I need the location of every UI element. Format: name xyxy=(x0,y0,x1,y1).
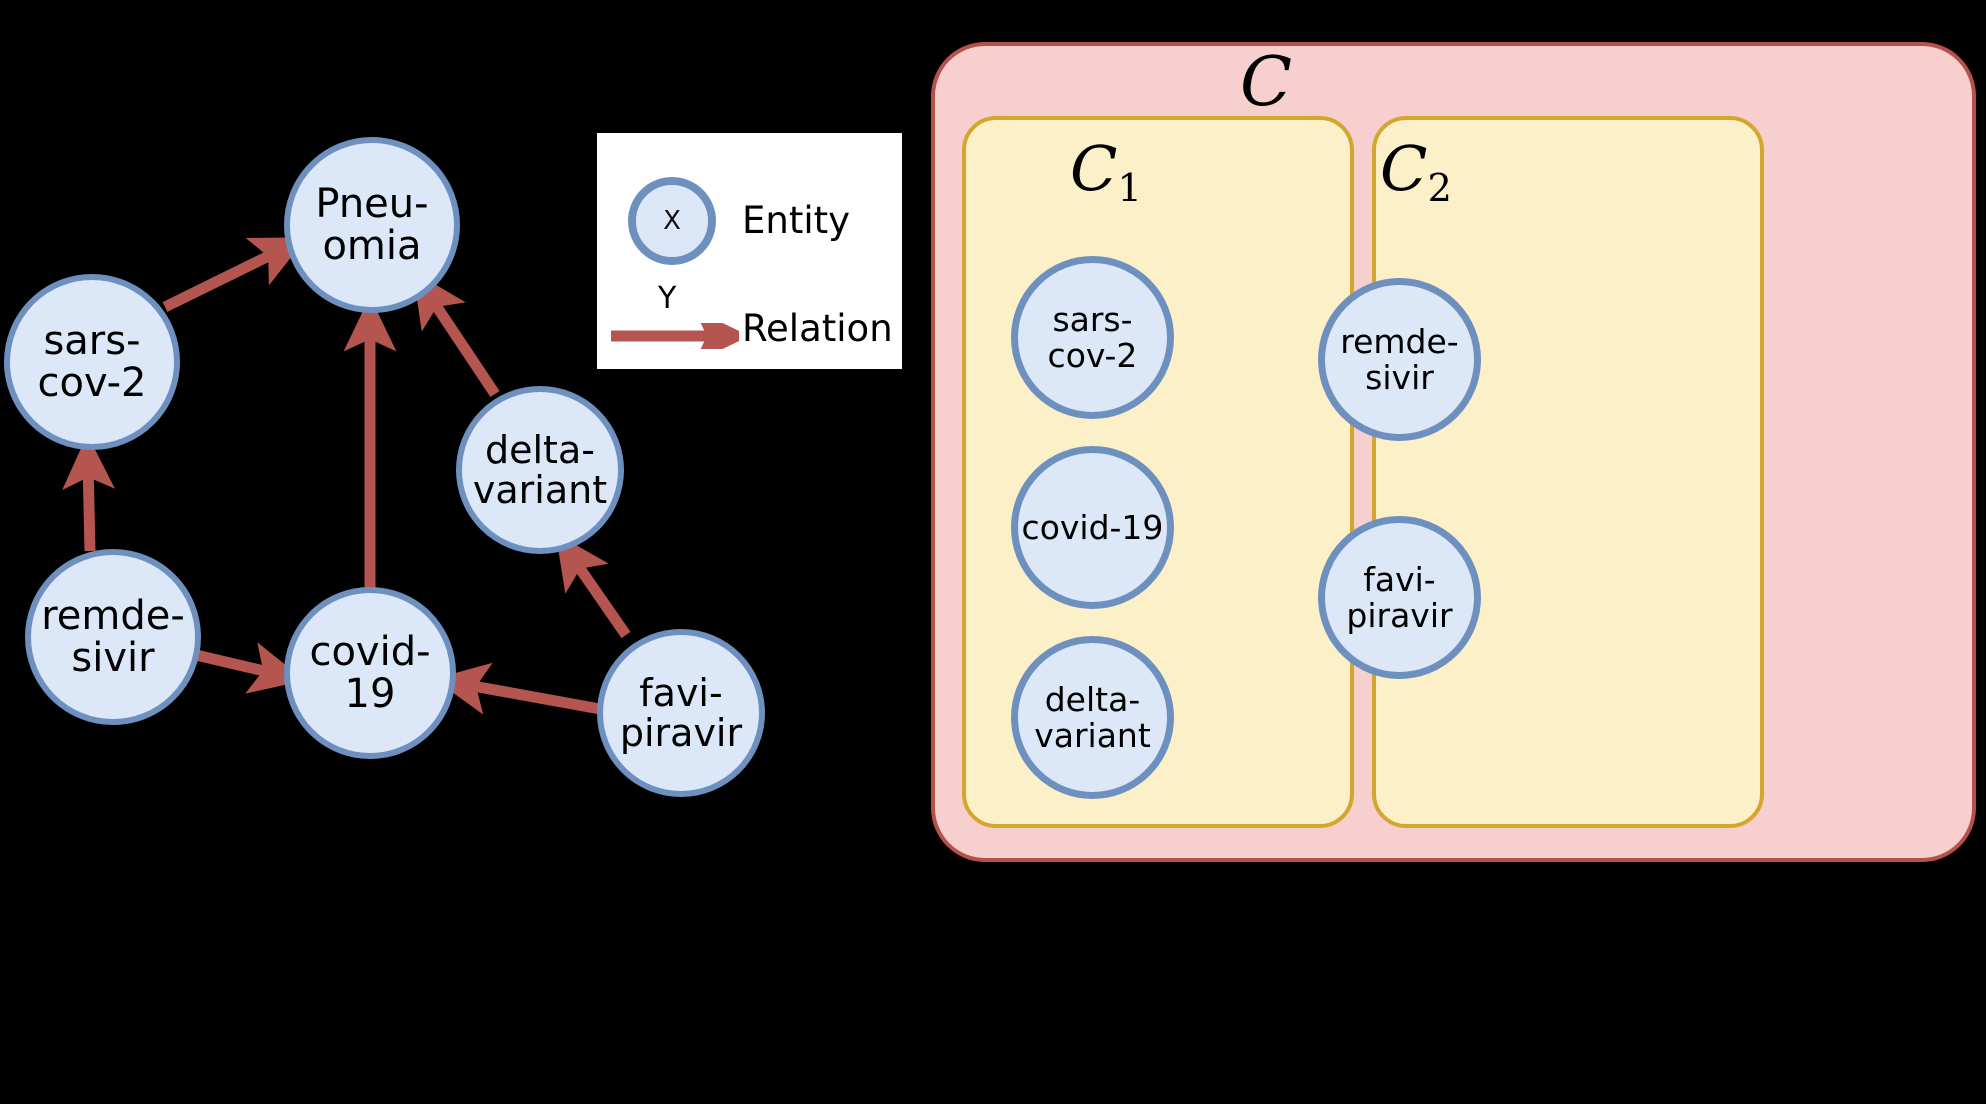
node-delta-variant[interactable]: delta- variant xyxy=(456,386,624,554)
cluster-node-delta-variant[interactable]: delta- variant xyxy=(1011,636,1174,799)
node-favipiravir[interactable]: favi- piravir xyxy=(597,629,765,797)
cluster-label-C1-sub: 1 xyxy=(1117,165,1142,211)
edge-sars-cov-2-to-pneumonia xyxy=(162,237,307,312)
edge-favipiravir-to-delta xyxy=(555,533,631,639)
node-label: favi- piravir xyxy=(619,670,743,755)
cluster-node-covid-19[interactable]: covid-19 xyxy=(1011,446,1174,609)
cluster-box-C2 xyxy=(1372,116,1764,828)
cluster-node-sars-cov-2[interactable]: sars- cov-2 xyxy=(1011,256,1174,419)
legend-relation-symbol: Y xyxy=(658,281,677,316)
cluster-label-C2-sub: 2 xyxy=(1427,165,1452,211)
cluster-node-label: sars- cov-2 xyxy=(1047,299,1138,375)
cluster-node-label: remde- sivir xyxy=(1340,321,1459,397)
node-label: Pneu- omia xyxy=(315,180,429,269)
node-covid-19[interactable]: covid-19 xyxy=(284,587,456,759)
cluster-label-C1-text: C xyxy=(1070,132,1118,205)
legend-box: X Entity Y Relation xyxy=(597,133,902,369)
cluster-label-C: C xyxy=(1240,43,1292,122)
cluster-label-C-text: C xyxy=(1240,43,1293,122)
legend-relation-arrow-icon xyxy=(611,323,739,349)
node-sars-cov-2[interactable]: sars- cov-2 xyxy=(4,274,180,450)
legend-relation-label: Relation xyxy=(742,307,893,350)
node-label: covid-19 xyxy=(309,628,431,717)
cluster-node-remdesivir[interactable]: remde- sivir xyxy=(1318,278,1481,441)
node-label: sars- cov-2 xyxy=(37,317,147,406)
cluster-node-label: delta- variant xyxy=(1034,679,1151,755)
legend-entity-label: Entity xyxy=(742,199,851,242)
node-pneumonia[interactable]: Pneu- omia xyxy=(284,137,460,313)
cluster-node-label: covid-19 xyxy=(1021,507,1164,547)
cluster-node-label: favi- piravir xyxy=(1346,559,1453,635)
legend-entity-icon: X xyxy=(628,177,716,265)
edge-favipiravir-to-covid-19 xyxy=(433,662,601,715)
edge-remdesivir-to-covid-19 xyxy=(194,642,305,694)
cluster-label-C1: C1 xyxy=(1070,132,1142,211)
node-label: delta- variant xyxy=(472,427,608,512)
node-label: remde- sivir xyxy=(41,592,185,681)
edge-remdesivir-to-sars-cov-2 xyxy=(62,434,115,552)
legend-entity-symbol: X xyxy=(663,206,681,236)
cluster-node-favipiravir[interactable]: favi- piravir xyxy=(1318,516,1481,679)
cluster-label-C2: C2 xyxy=(1380,132,1452,211)
edge-delta-variant-to-pneumonia xyxy=(413,271,500,398)
cluster-label-C2-text: C xyxy=(1380,132,1428,205)
node-remdesivir[interactable]: remde- sivir xyxy=(25,549,201,725)
